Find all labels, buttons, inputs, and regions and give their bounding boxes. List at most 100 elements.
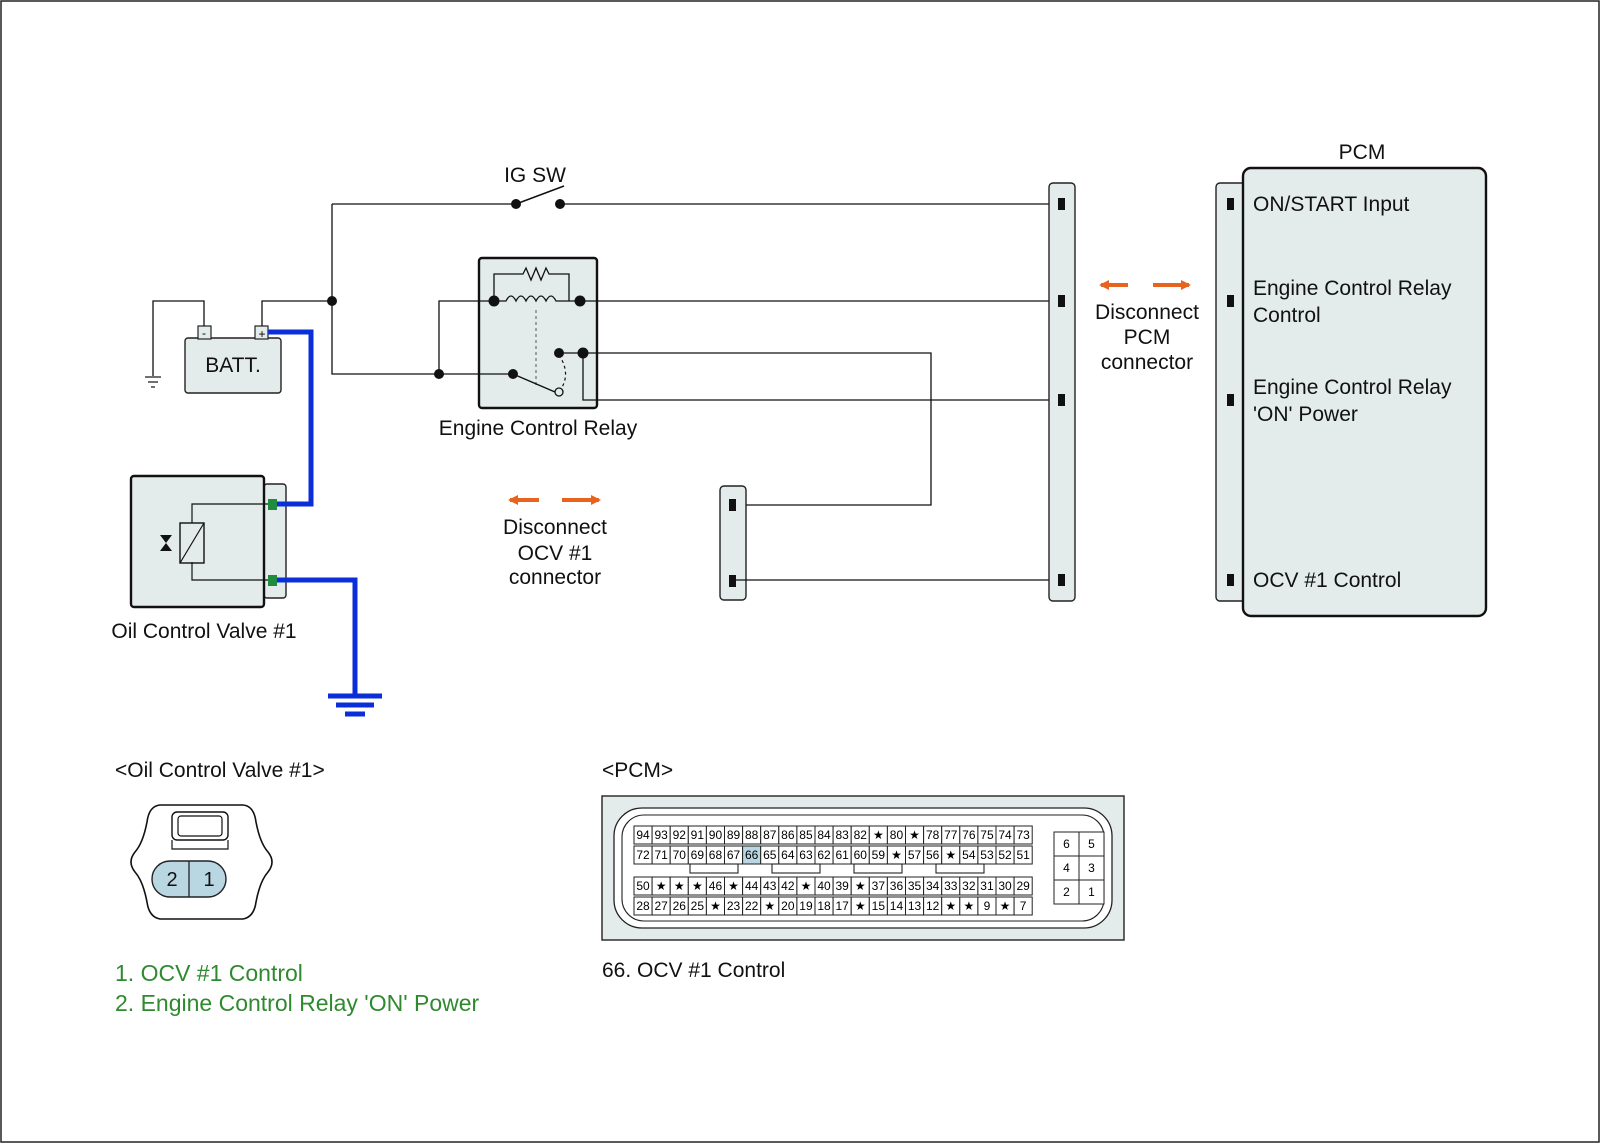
pcm-pin-number: 44 xyxy=(745,879,759,893)
pcm-pin-relay-control-2: Control xyxy=(1253,304,1321,327)
valve-icon xyxy=(160,535,172,551)
relay-label: Engine Control Relay xyxy=(439,417,638,440)
pcm-pin-number: 7 xyxy=(1020,899,1027,913)
pcm-pin-number: ★ xyxy=(945,899,956,913)
pcm-label: PCM xyxy=(1339,141,1386,164)
ocv-ground-icon xyxy=(328,693,382,717)
pcm-pin-number: 30 xyxy=(998,879,1012,893)
pcm-pin-number: 61 xyxy=(835,848,849,862)
pcm-pin-number: 43 xyxy=(763,879,777,893)
pcm-small-pin-cell xyxy=(1078,855,1105,881)
pcm-pin-number: 93 xyxy=(654,828,668,842)
relay-coil-icon xyxy=(494,295,580,303)
pcm-pin-number: 14 xyxy=(890,899,904,913)
pcm-small-pin-number: 5 xyxy=(1088,837,1095,851)
ocv-body xyxy=(129,474,266,609)
pcm-pin-number: 35 xyxy=(908,879,922,893)
pcm-pin-number: 23 xyxy=(727,899,741,913)
battery-neg-label: - xyxy=(202,326,206,340)
pcm-pin-number: 65 xyxy=(763,848,777,862)
pcm-pin-cell xyxy=(1013,896,1033,916)
pcm-pin-number: 22 xyxy=(745,899,759,913)
pcm-pin-number: 27 xyxy=(654,899,668,913)
pcm-pin-number: 51 xyxy=(1016,848,1030,862)
pcm-pin-relay-control: Engine Control Relay xyxy=(1253,277,1452,300)
battery-pos-label: + xyxy=(258,327,265,341)
pcm-pin-number: 40 xyxy=(817,879,831,893)
pcm-pin-number: ★ xyxy=(801,879,812,893)
pcm-small-pin-number: 1 xyxy=(1088,885,1095,899)
battery-body xyxy=(184,337,282,394)
pcm-pin-number: 69 xyxy=(691,848,705,862)
pcm-pin-number: 70 xyxy=(673,848,687,862)
pcm-pin-number: ★ xyxy=(1000,899,1011,913)
pcm-pin-number: 83 xyxy=(835,828,849,842)
pcm-pin-number: ★ xyxy=(945,848,956,862)
ocv-label: Oil Control Valve #1 xyxy=(111,620,296,643)
pcm-pin-number: 73 xyxy=(1016,828,1030,842)
pcm-pin-cell xyxy=(1013,825,1033,845)
pcm-pin-number: 36 xyxy=(890,879,904,893)
ig-switch-label: IG SW xyxy=(504,164,566,187)
pcm-pin-number: 19 xyxy=(799,899,813,913)
pcm-pin-number: 39 xyxy=(835,879,849,893)
disconnect-ocv-line2: OCV #1 xyxy=(518,542,593,565)
pcm-pin-cell xyxy=(1013,845,1033,865)
ocv-power-wire xyxy=(583,352,932,506)
pcm-pin-cell xyxy=(1013,876,1033,896)
pcm-pin-number: ★ xyxy=(674,879,685,893)
pcm-module: PCM ON/START Input Engine Control Relay … xyxy=(1215,141,1488,618)
pcm-pin-number: 91 xyxy=(691,828,705,842)
pcm-pin-number: 37 xyxy=(872,879,886,893)
battery: - + BATT. xyxy=(184,325,282,394)
pcm-pin-number: 72 xyxy=(636,848,650,862)
pcm-pin-number: 42 xyxy=(781,879,795,893)
pcm-pin-number: 15 xyxy=(872,899,886,913)
oil-control-valve: Oil Control Valve #1 xyxy=(111,474,297,643)
pcm-pin-number: 54 xyxy=(962,848,976,862)
highlighted-ground-wire xyxy=(277,577,358,695)
pcm-pin-number: 89 xyxy=(727,828,741,842)
harness-connector-body xyxy=(719,485,747,601)
pcm-pin-number: 63 xyxy=(799,848,813,862)
pcm-pin-number: 62 xyxy=(817,848,831,862)
pcm-small-pin-cell xyxy=(1078,879,1105,905)
pcm-pin-number: 33 xyxy=(944,879,958,893)
pcm-pin-number: ★ xyxy=(855,899,866,913)
pcm-pin-number: 64 xyxy=(781,848,795,862)
pcm-connector-legend: 66. OCV #1 Control xyxy=(602,959,785,982)
disconnect-pcm-line1: Disconnect xyxy=(1095,301,1199,324)
relay-resistor xyxy=(493,266,570,301)
disconnect-ocv: Disconnect OCV #1 connector xyxy=(503,495,607,589)
pcm-pin-number: ★ xyxy=(855,879,866,893)
pcm-small-pin-number: 3 xyxy=(1088,861,1095,875)
pcm-pin-number: ★ xyxy=(764,899,775,913)
pcm-pin-number: 57 xyxy=(908,848,922,862)
disconnect-pcm: Disconnect PCM connector xyxy=(1095,280,1199,374)
battery-label: BATT. xyxy=(205,354,261,377)
pcm-pin-number: ★ xyxy=(909,828,920,842)
pcm-pin-number: 34 xyxy=(926,879,940,893)
pcm-pin-number: 85 xyxy=(799,828,813,842)
pcm-pin-number: 84 xyxy=(817,828,831,842)
pcm-pin-number: 56 xyxy=(926,848,940,862)
pcm-pin-number: ★ xyxy=(710,899,721,913)
pcm-small-pin-number: 4 xyxy=(1063,861,1070,875)
disconnect-ocv-line1: Disconnect xyxy=(503,516,607,539)
pcm-pin-number: 50 xyxy=(636,879,650,893)
solenoid-icon xyxy=(179,522,205,564)
battery-ground-wire xyxy=(152,300,205,376)
pcm-pin-number: 53 xyxy=(980,848,994,862)
pcm-pin-on-start: ON/START Input xyxy=(1253,193,1410,216)
pcm-pin-number: 29 xyxy=(1016,879,1030,893)
pcm-pin-number: 76 xyxy=(962,828,976,842)
ocv-legend-1: 1. OCV #1 Control xyxy=(115,960,303,986)
pcm-small-pin-number: 6 xyxy=(1063,837,1070,851)
disconnect-pcm-line3: connector xyxy=(1101,351,1193,374)
ig-switch: IG SW xyxy=(504,164,566,209)
battery-positive-wire xyxy=(261,300,332,326)
pcm-pin-number: 9 xyxy=(984,899,991,913)
